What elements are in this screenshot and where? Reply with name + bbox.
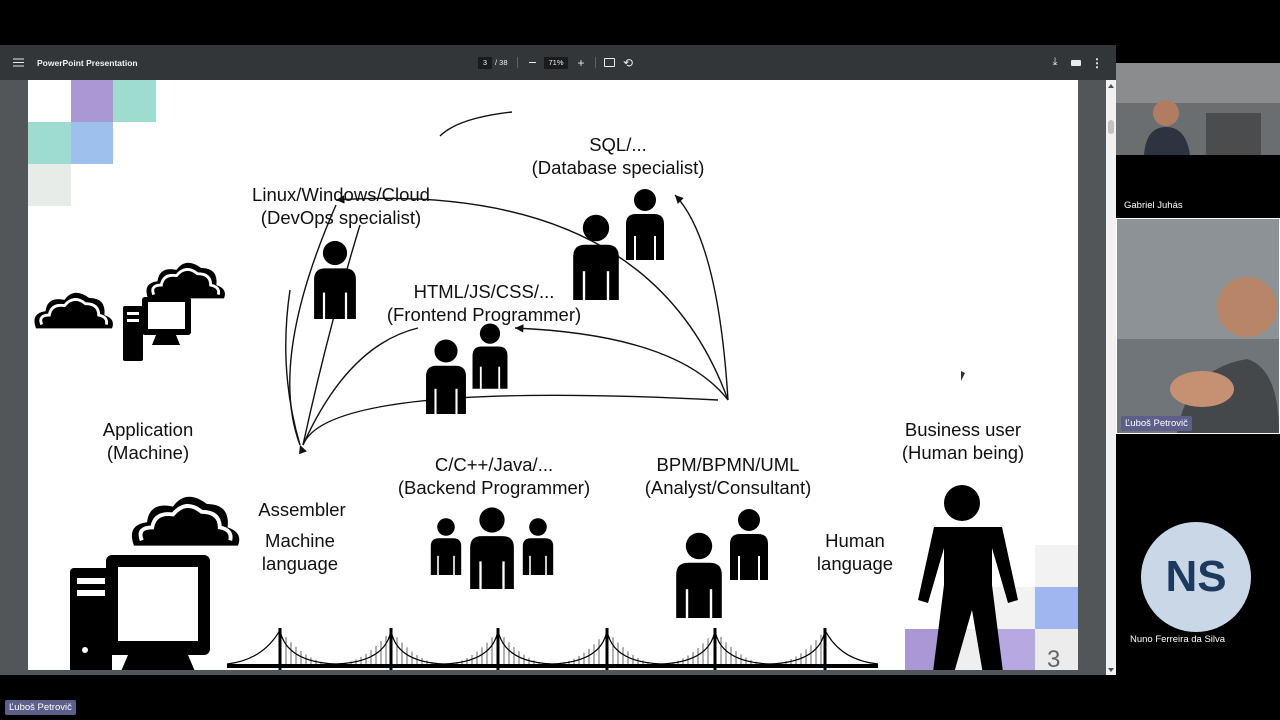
participant-name: Gabriel Juhás [1124,200,1183,211]
download-icon[interactable]: ⤓ [1052,56,1058,68]
plus-icon[interactable]: + [577,55,585,70]
toolbar-divider [595,57,596,68]
role-name-label: (Frontend Programmer) [387,304,581,325]
cloud-icon [145,261,227,300]
business-user-label: Business user [905,419,1021,440]
business-user-icon [918,485,1018,670]
business-user-sublabel: (Human being) [902,442,1024,463]
participant-video-lubos[interactable] [1116,218,1280,434]
role-name-label: (Database specialist) [532,157,705,178]
computer-icon [70,555,210,670]
page-number-input[interactable]: 3 [478,45,492,80]
human-language-label: Human [825,530,885,551]
database-people-icon [573,189,664,300]
slide-canvas: 3 [28,80,1078,670]
pdf-viewer: PowerPoint Presentation 3 / 38 71% + ⟲ ⤓… [0,45,1116,675]
cloud-icon [33,291,115,330]
hamburger-icon[interactable] [8,45,28,80]
avatar[interactable]: NS [1141,522,1251,632]
fit-page-icon[interactable] [603,45,615,80]
page-total: / 38 [495,58,508,67]
application-label: Application [103,419,194,440]
role-name-label: (Analyst/Consultant) [645,477,812,498]
role-tech-label: HTML/JS/CSS/... [414,281,555,302]
role-tech-label: Linux/Windows/Cloud [252,184,430,205]
print-icon[interactable] [1068,45,1084,80]
slide-number: 3 [1047,646,1060,670]
participant-video-gabriel[interactable] [1116,63,1280,155]
current-page[interactable]: 3 [478,56,492,69]
rotate-icon[interactable]: ⟲ [622,55,634,70]
corner-squares-decoration [28,80,156,206]
application-sublabel: (Machine) [107,442,189,463]
human-language-label: language [817,553,893,574]
frontend-people-icon [426,323,508,414]
devops-person-icon [314,240,356,319]
vertical-scrollbar[interactable] [1106,80,1116,675]
role-tech-label: BPM/BPMN/UML [657,454,800,475]
document-title: PowerPoint Presentation [37,57,138,68]
machine-language-label: language [262,553,338,574]
speaker-name-tag: Ľuboš Petrovič [1121,416,1192,431]
assembler-label: Assembler [258,499,345,520]
scrollbar-thumb[interactable] [1108,120,1114,134]
scroll-down-icon[interactable] [1108,668,1114,672]
slide-page: 3 [28,80,1078,670]
bridge-illustration [226,628,879,670]
analyst-people-icon [676,509,768,618]
backend-team-icon [430,507,554,589]
role-name-label: (DevOps specialist) [261,207,421,228]
viewer-toolbar: PowerPoint Presentation 3 / 38 71% + ⟲ ⤓… [0,45,1116,80]
role-name-label: (Backend Programmer) [398,477,590,498]
zoom-input[interactable]: 71% [544,45,568,80]
toolbar-divider [517,57,518,68]
cloud-icon [129,494,242,548]
more-vert-icon[interactable]: ⋮ [1091,55,1103,70]
participant-name: Nuno Ferreira da Silva [1130,634,1226,645]
role-tech-label: C/C++/Java/... [435,454,553,475]
minus-icon[interactable] [526,45,538,80]
connection-arrows [285,111,729,455]
role-tech-label: SQL/... [589,134,647,155]
scroll-up-icon[interactable] [1108,84,1114,88]
computer-icon [123,297,191,361]
zoom-level[interactable]: 71% [544,56,568,69]
video-feed [1117,219,1279,433]
active-speaker-tag: Ľuboš Petrovič [5,700,76,715]
mouse-cursor-icon [961,371,965,381]
video-feed [1116,63,1280,155]
machine-language-label: Machine [265,530,335,551]
